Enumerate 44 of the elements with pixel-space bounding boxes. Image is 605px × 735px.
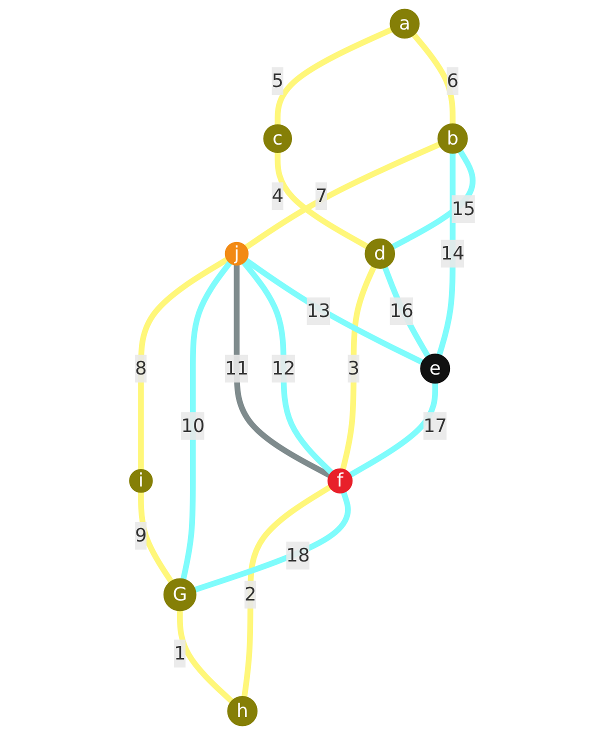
edge-label: 12	[272, 357, 296, 380]
connector	[180, 260, 232, 580]
connector	[436, 153, 456, 356]
edge-label: 1	[174, 642, 186, 664]
node-circle: i	[129, 469, 153, 493]
edge-label: 3	[348, 357, 360, 380]
connector	[138, 257, 229, 470]
connector	[274, 26, 393, 125]
connector	[138, 492, 174, 584]
node-circle: h	[227, 696, 258, 726]
edge-label: 9	[135, 524, 147, 546]
edge-label: 11	[224, 357, 249, 380]
edge-label: 2	[244, 583, 256, 606]
connector	[349, 383, 438, 478]
connector	[244, 142, 440, 250]
connector	[194, 491, 351, 592]
connector	[340, 266, 376, 470]
edge-label: 18	[286, 544, 310, 566]
connector	[242, 484, 332, 698]
node-circle: j	[224, 242, 249, 266]
node-circle: a	[390, 8, 420, 39]
edge-label: 14	[440, 242, 464, 264]
connector	[274, 152, 369, 250]
edge-label: 4	[272, 184, 284, 207]
edge-label: 10	[181, 414, 205, 436]
connector	[382, 266, 430, 358]
edge-label: 16	[390, 300, 414, 322]
connector	[412, 32, 456, 124]
node-circle: b	[437, 123, 468, 154]
edge-label: 13	[306, 300, 330, 322]
edge-label: 17	[423, 414, 447, 436]
node-circle: c	[263, 124, 292, 153]
edge-label: 5	[272, 69, 284, 92]
node-circle: f	[328, 468, 353, 494]
edge-label: 15	[452, 197, 476, 220]
node-circle: d	[364, 238, 396, 269]
node-circle: G	[163, 578, 196, 612]
connector	[244, 258, 424, 365]
edge-label: 8	[135, 357, 147, 380]
edge-label: 6	[446, 69, 459, 92]
connector	[391, 150, 476, 250]
node-circle: e	[420, 354, 450, 384]
edge-label: 7	[316, 184, 328, 207]
connector	[177, 610, 234, 704]
